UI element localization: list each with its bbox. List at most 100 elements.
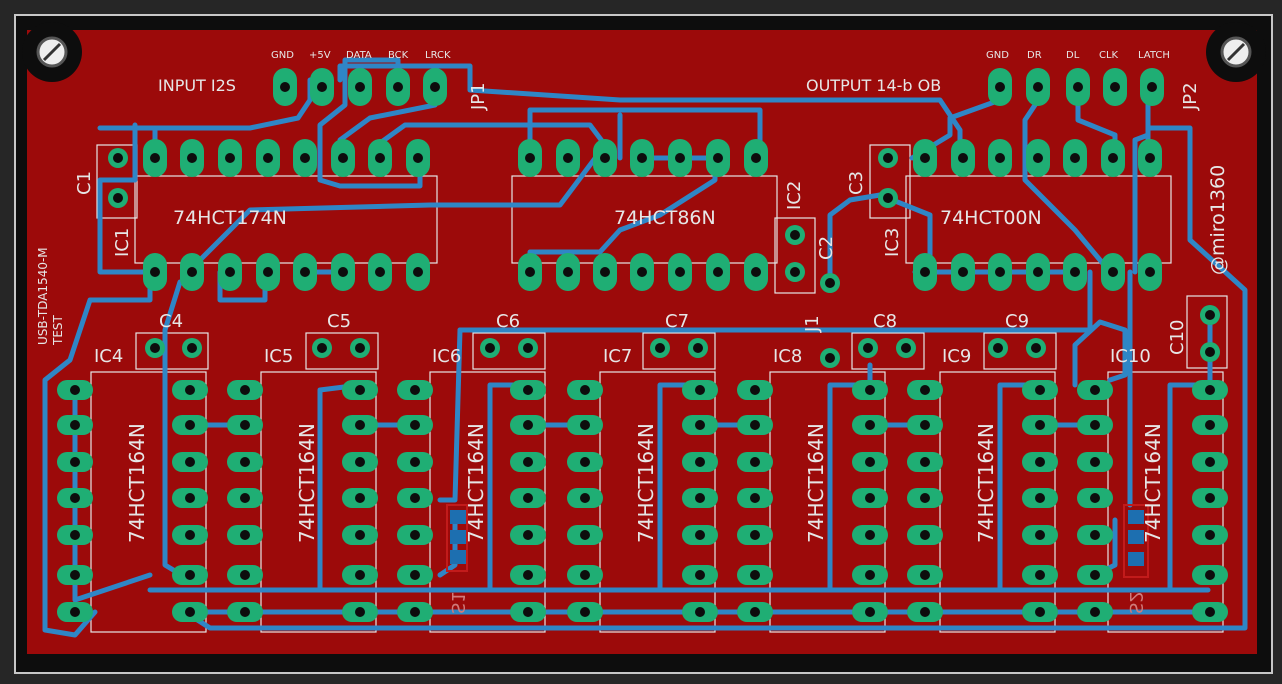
pad-drill [523,570,533,580]
pad-drill [713,267,723,277]
pad-drill [675,153,685,163]
ic4-ref: IC4 [94,346,123,367]
pad-drill [410,570,420,580]
pad-drill [413,267,423,277]
pad-drill [750,385,760,395]
pad-drill [750,570,760,580]
ic8-value: 74HCT164N [804,423,828,543]
pad-drill [920,385,930,395]
pad-drill [563,267,573,277]
pad-drill [523,385,533,395]
pad-drill [523,457,533,467]
pad-drill [240,530,250,540]
pad-drill [883,193,893,203]
pad-drill [865,530,875,540]
pad-drill [920,457,930,467]
input-pin-label-data: DATA [346,50,372,61]
pad-drill [280,82,290,92]
pad-drill [113,193,123,203]
pad-drill [920,607,930,617]
pad-drill [865,607,875,617]
pad-drill [1035,530,1045,540]
pad-drill [1073,82,1083,92]
pad-drill [580,570,590,580]
pad-drill [695,607,705,617]
pad-drill [1205,420,1215,430]
pad-drill [185,385,195,395]
pad-drill [825,278,835,288]
pad-drill [1145,267,1155,277]
pad-drill [865,385,875,395]
pad-drill [713,153,723,163]
pad-drill [865,570,875,580]
c9-label: C9 [1005,311,1029,332]
input-connector-ref: JP1 [468,82,489,111]
pad-drill [1033,153,1043,163]
c1-label: C1 [74,171,95,195]
pad-drill [995,267,1005,277]
pad-drill [790,230,800,240]
pad-drill [920,267,930,277]
pad-drill [1090,385,1100,395]
ic10-value: 74HCT164N [1141,423,1165,543]
pad-drill [410,385,420,395]
mounting-holes [22,22,1266,82]
input-pin-label-5v: +5V [309,50,331,61]
pad-drill [185,570,195,580]
pad-drill [1031,343,1041,353]
ic7-ref: IC7 [603,346,632,367]
smd-pads [446,504,1149,578]
pad-drill [375,153,385,163]
trace [337,63,963,161]
output-pin-label-dr: DR [1027,50,1042,61]
pad-drill [430,82,440,92]
pad-drill [1205,570,1215,580]
pad-drill [1205,530,1215,540]
ic2-value: 74HCT86N [614,207,716,229]
pad-drill [1035,493,1045,503]
pad-drill [901,343,911,353]
pad-drill [523,493,533,503]
trace [182,125,1248,631]
pad-drill [410,420,420,430]
trace [527,107,763,161]
pad-drill [865,420,875,430]
pad-drill [338,267,348,277]
pad-drill [150,153,160,163]
bottom-mark-s1: S1 [447,591,468,614]
trace [317,57,423,189]
c3-label: C3 [846,171,867,195]
pad-drill [410,530,420,540]
silkscreen-text: INPUT I2S JP1 GND +5V DATA BCK LRCK OUTP… [36,50,1229,614]
pad-drill [1090,493,1100,503]
pad-drill [150,267,160,277]
pad-drill [317,343,327,353]
pad-drill [695,570,705,580]
pad-drill [1090,420,1100,430]
pad-drill [525,267,535,277]
pad-drill [225,267,235,277]
pad-drill [263,153,273,163]
pad-drill [187,267,197,277]
input-pin-label-lrck: LRCK [425,50,451,61]
pad-drill [523,530,533,540]
pad-drill [355,607,365,617]
pads [57,68,1228,622]
pad-drill [355,420,365,430]
pad-drill [750,607,760,617]
input-connector-label: INPUT I2S [158,76,236,95]
pad-drill [1035,570,1045,580]
pad-drill [185,607,195,617]
pad-drill [70,607,80,617]
pad-drill [375,267,385,277]
trace [1132,77,1151,275]
pad-drill [113,153,123,163]
pad-drill [70,420,80,430]
pad-drill [185,420,195,430]
pad-drill [920,570,930,580]
pad-drill [410,457,420,467]
pad-drill [485,343,495,353]
pad-drill [338,153,348,163]
ic6-ref: IC6 [432,346,461,367]
